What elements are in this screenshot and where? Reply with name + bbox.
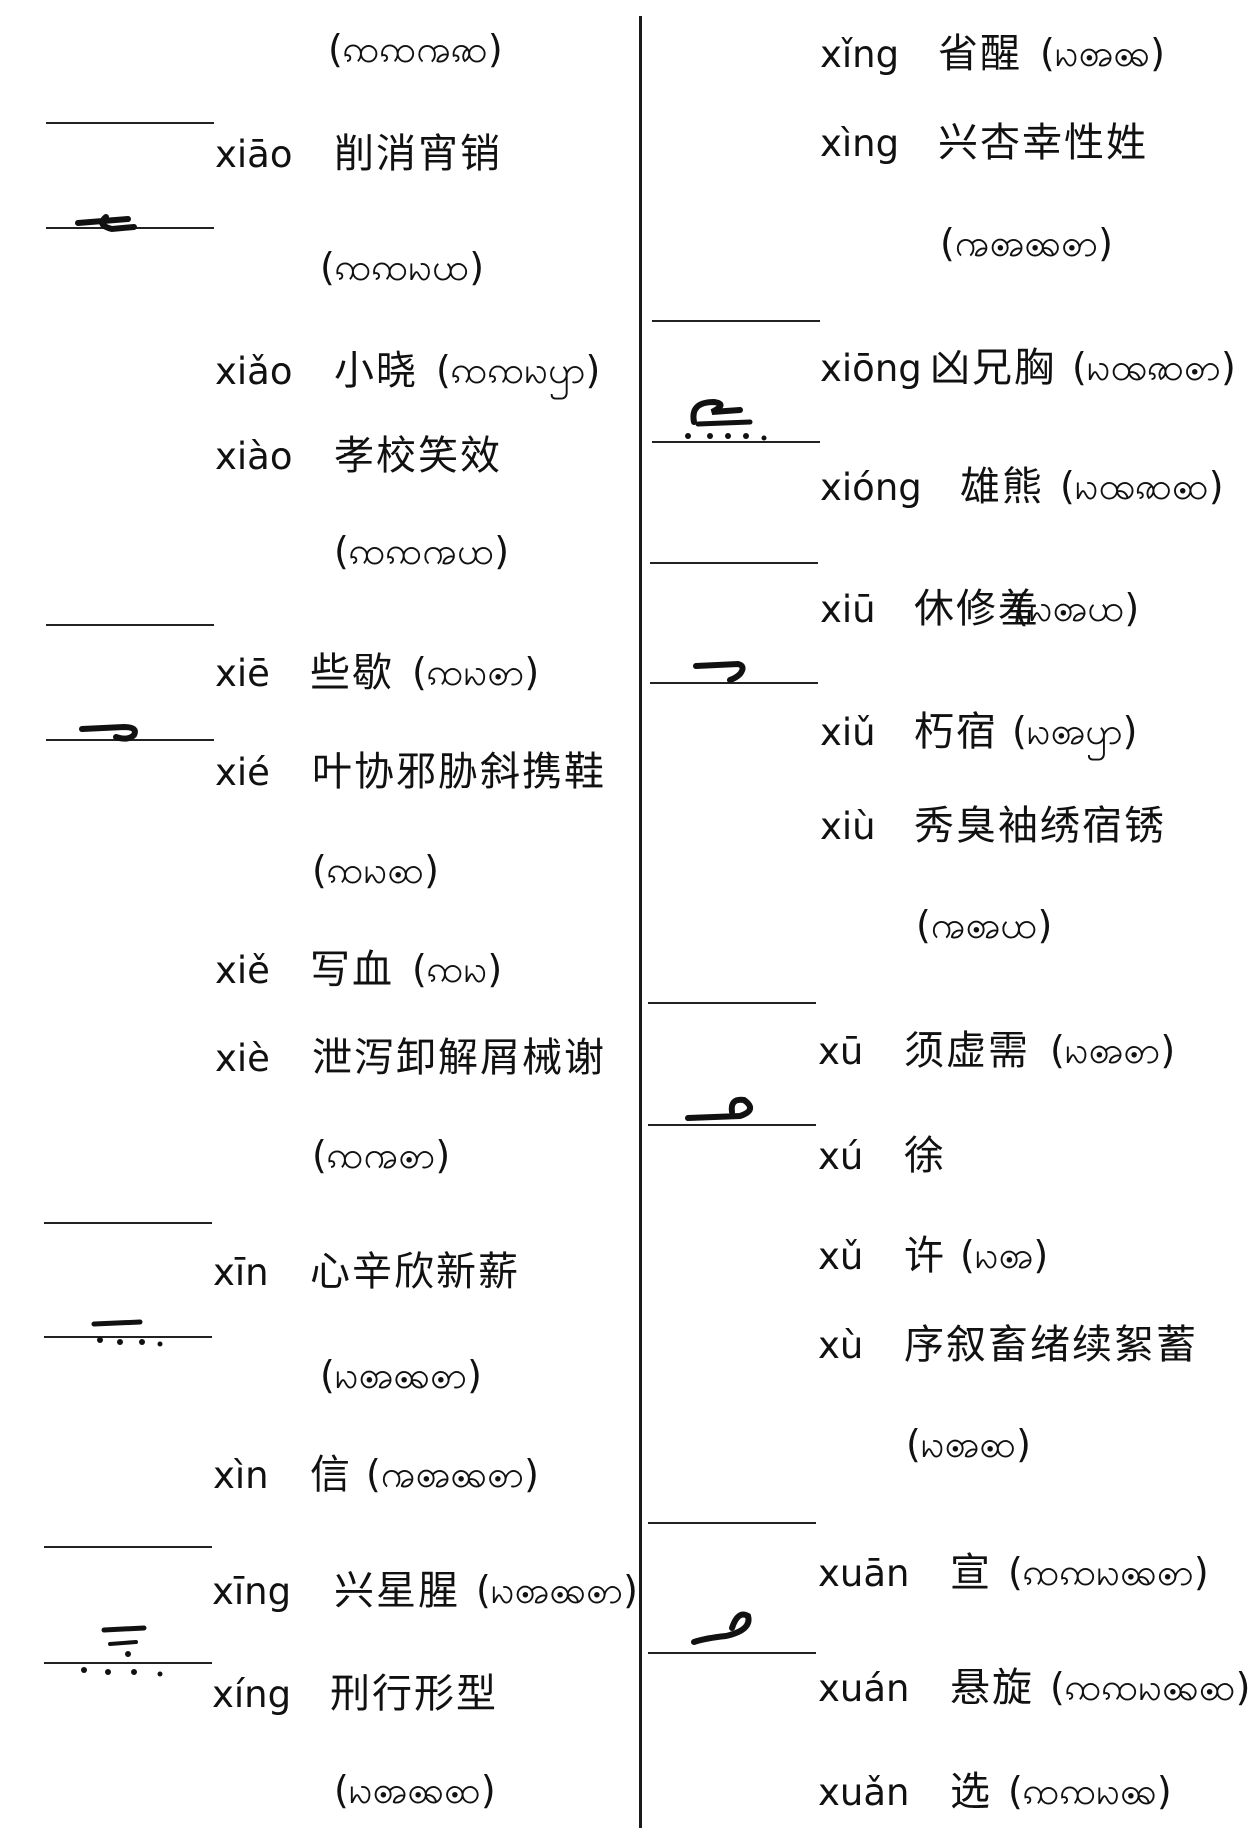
entry-characters: 叶协邪胁斜携鞋 — [312, 749, 606, 795]
entry-characters: 省醒 — [938, 31, 1022, 77]
entry-pinyin: xíng — [212, 1673, 292, 1716]
entry-pinyin: xīng — [212, 1570, 292, 1613]
entry-note: (ꩠꩨꩩꩦ) — [366, 1452, 539, 1496]
entry-pinyin: xióng — [820, 466, 922, 509]
entry-note: (ꩡꩡꩢꩩ) — [1008, 1769, 1172, 1813]
entry-characters: 兴杏幸性姓 — [938, 120, 1148, 166]
entry-characters: 信 — [310, 1452, 352, 1498]
entry-characters: 休修羞 — [914, 586, 1040, 632]
entry-characters: 兴星腥 — [334, 1568, 460, 1614]
shorthand-mark-xiong — [685, 398, 767, 441]
shorthand-mark-xiu — [693, 660, 746, 683]
entry-note: (ꩡꩡꩢꩩꩦ) — [1008, 1550, 1209, 1594]
entry-characters: 小晓 — [334, 348, 418, 394]
entry-note: (ꩡꩢ) — [412, 947, 503, 991]
entry-note: (ꩢꩨꩧ) — [906, 1422, 1031, 1466]
entry-pinyin: xiào — [215, 435, 293, 478]
entry-characters: 削消宵销 — [334, 131, 502, 177]
section-rule-top — [648, 1522, 816, 1524]
entry-pinyin: xuān — [818, 1552, 910, 1595]
entry-characters: 刑行形型 — [330, 1671, 498, 1717]
section-rule-bottom — [44, 1336, 212, 1338]
entry-note: (ꩢꩨꩩꩧ) — [334, 1768, 496, 1812]
section-rule-bottom — [648, 1652, 816, 1654]
entry-characters: 写血 — [310, 947, 394, 993]
entry-characters: 宣 — [950, 1550, 992, 1596]
entry-note: (ꩢꩨꩤ) — [1014, 586, 1140, 630]
entry-note: (ꩡꩡꩠꩤ) — [334, 529, 510, 573]
entry-pinyin: xuǎn — [818, 1771, 910, 1814]
entry-pinyin: xū — [818, 1030, 864, 1073]
entry-note: (ꩢꩪꩣꩧ) — [1060, 464, 1224, 508]
entry-pinyin: xǔ — [818, 1235, 864, 1278]
section-rule-top — [46, 624, 214, 626]
entry-characters: 朽宿 — [914, 709, 998, 755]
entry-characters: 秀臭袖绣宿锈 — [914, 803, 1166, 849]
entry-characters: 心辛欣新薪 — [310, 1249, 520, 1295]
shorthand-mark-xuan — [691, 1611, 752, 1645]
section-rule-top — [648, 1002, 816, 1004]
entry-characters: 孝校笑效 — [334, 433, 502, 479]
entry-pinyin: xuán — [818, 1667, 910, 1710]
entry-characters: 悬旋 — [950, 1665, 1034, 1711]
entry-pinyin: xìng — [820, 122, 900, 165]
entry-pinyin: xiē — [215, 652, 270, 695]
section-rule-top — [46, 122, 214, 124]
shorthand-mark-xie — [79, 723, 138, 742]
entry-pinyin: xǐng — [820, 33, 900, 76]
section-rule-bottom — [650, 682, 818, 684]
entry-pinyin: xìn — [213, 1454, 269, 1497]
entry-note: (ꩢꩪꩣꩦ) — [1072, 345, 1236, 389]
entry-pinyin: xiǎo — [215, 350, 293, 393]
shorthand-mark-xing — [81, 1625, 163, 1677]
entry-note: (ꩡꩡꩢꩥ) — [436, 348, 601, 392]
section-rule-bottom — [44, 1662, 212, 1664]
entry-pinyin: xiǔ — [820, 711, 876, 754]
entry-characters: 些歇 — [310, 650, 394, 696]
entry-characters: 徐 — [904, 1133, 946, 1179]
entry-characters: 凶兄胸 — [930, 345, 1056, 391]
shorthand-mark-xu — [685, 1096, 753, 1121]
entry-note: (ꩢꩨꩩꩦ) — [476, 1568, 638, 1612]
column-divider — [639, 16, 642, 1828]
entry-note: (ꩡꩡꩢꩩꩧ) — [1050, 1665, 1251, 1709]
entry-note: (ꩡꩢꩧ) — [312, 848, 439, 892]
entry-note: (ꩠꩨꩩꩦ) — [940, 221, 1113, 265]
entry-note: (ꩢꩨꩥ) — [1012, 709, 1138, 753]
entry-pinyin: xù — [818, 1324, 864, 1367]
entry-note: (ꩢꩨꩦ) — [1050, 1028, 1176, 1072]
entry-note: (ꩢꩨ) — [960, 1233, 1049, 1277]
shorthand-mark-xin — [91, 1319, 163, 1347]
entry-note: (ꩠꩨꩤ) — [916, 903, 1053, 947]
entry-note: (ꩢꩨꩩ) — [1040, 31, 1165, 75]
entry-pinyin: xiāo — [215, 133, 293, 176]
entry-pinyin: xiě — [215, 949, 270, 992]
entry-note: (ꩡꩡꩠꩣ) — [328, 27, 503, 71]
section-rule-top — [650, 562, 818, 564]
entry-note: (ꩢꩨꩩꩦ) — [320, 1353, 482, 1397]
entry-characters: 雄熊 — [960, 464, 1044, 510]
entry-note: (ꩡꩢꩦ) — [412, 650, 540, 694]
entry-characters: 许 — [904, 1233, 946, 1279]
entry-pinyin: xú — [818, 1135, 864, 1178]
entry-characters: 选 — [950, 1769, 992, 1815]
entry-pinyin: xiōng — [820, 347, 922, 390]
entry-characters: 泄泻卸解屑械谢 — [312, 1035, 606, 1081]
entry-note: (ꩡꩡꩢꩤ) — [320, 245, 485, 289]
entry-pinyin: xiè — [215, 1037, 270, 1080]
entry-characters: 序叙畜绪续絮蓄 — [904, 1322, 1198, 1368]
section-rule-bottom — [652, 441, 820, 443]
entry-pinyin: xīn — [213, 1251, 269, 1294]
entry-pinyin: xié — [215, 751, 270, 794]
entry-pinyin: xiū — [820, 588, 876, 631]
section-rule-top — [44, 1222, 212, 1224]
section-rule-top — [652, 320, 820, 322]
entry-characters: 须虚需 — [904, 1028, 1030, 1074]
section-rule-top — [44, 1546, 212, 1548]
entry-note: (ꩡꩠꩦ) — [312, 1133, 451, 1177]
shorthand-mark-xiao — [75, 214, 137, 233]
entry-pinyin: xiù — [820, 805, 876, 848]
section-rule-bottom — [648, 1124, 816, 1126]
